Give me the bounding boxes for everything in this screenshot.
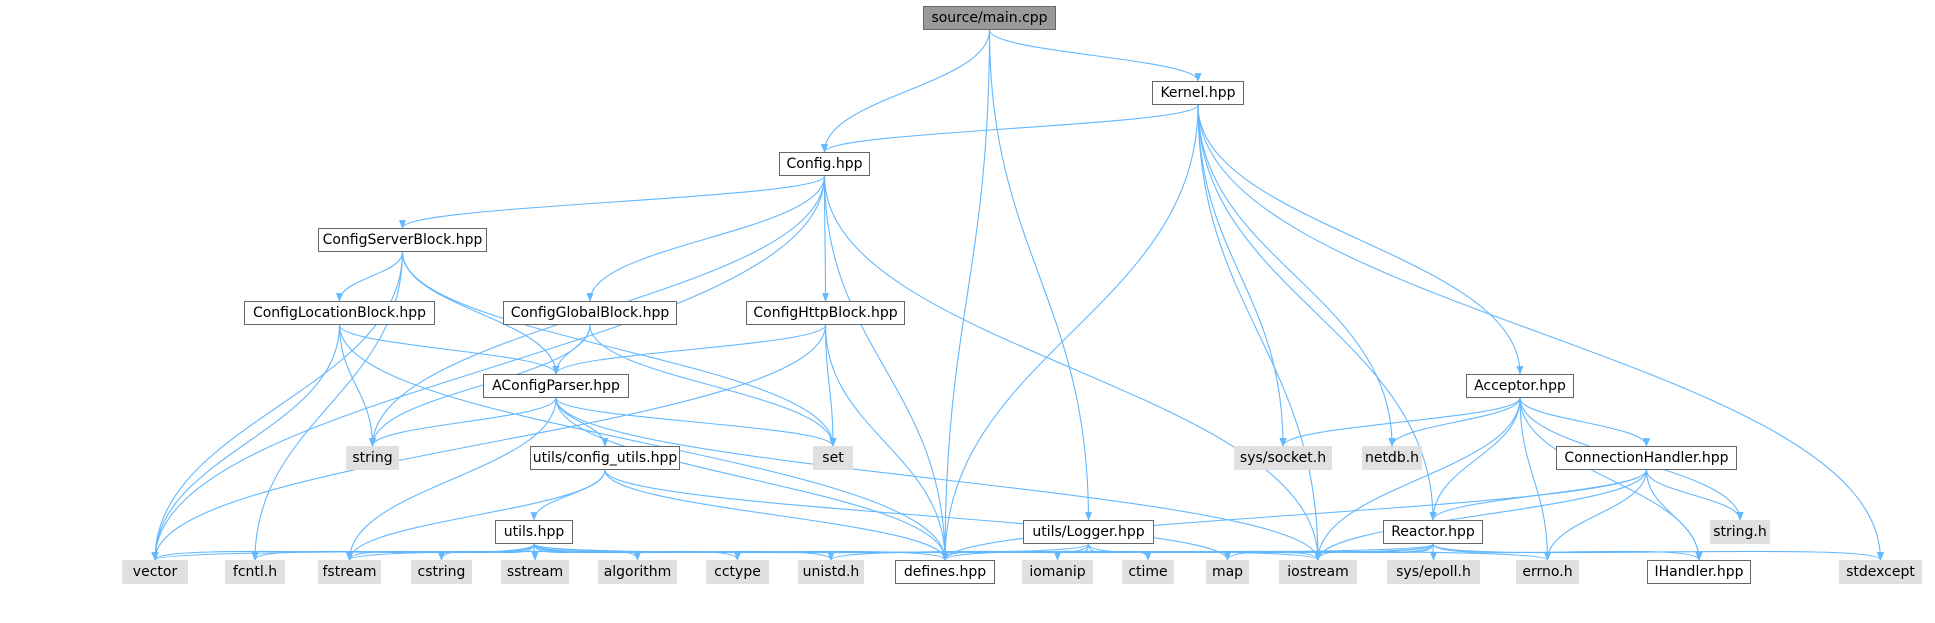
edge-main-to-logger <box>988 29 1093 521</box>
node-algorithm: algorithm <box>598 560 677 584</box>
edge-globalblock-to-string <box>369 324 591 447</box>
node-cctype: cctype <box>706 560 769 584</box>
edge-kernel-to-socket <box>1197 104 1287 447</box>
edge-acceptor-to-netdb <box>1388 397 1521 447</box>
edge-aconfigparser-to-configutils <box>555 397 609 447</box>
edge-main-to-kernel <box>988 29 1202 82</box>
node-fstream: fstream <box>318 560 381 584</box>
edge-reactor-to-epoll <box>1429 543 1438 561</box>
edge-config-to-globalblock <box>586 175 826 302</box>
node-netdb-h: netdb.h <box>1362 446 1422 470</box>
edge-locationblock-to-vector <box>151 324 341 561</box>
node-string-h: string.h <box>1710 520 1770 544</box>
edge-kernel-to-config <box>821 104 1199 153</box>
edge-connhandler-to-errno <box>1543 469 1648 561</box>
edge-connhandler-to-stringh <box>1645 469 1744 521</box>
edge-aconfigparser-to-string <box>369 397 557 447</box>
edge-kernel-to-iostream <box>1197 104 1322 561</box>
edge-connhandler-to-defines <box>941 469 1648 561</box>
edge-configutils-to-map <box>604 469 1231 561</box>
edge-kernel-to-stdexcept <box>1197 104 1884 561</box>
node-fcntl-h: fcntl.h <box>225 560 285 584</box>
edge-httpblock-to-aconfigparser <box>552 324 827 375</box>
edge-config-to-serverblock <box>399 175 826 229</box>
edge-locationblock-to-aconfigparser <box>338 324 560 375</box>
node-sys-epoll-h: sys/epoll.h <box>1387 560 1480 584</box>
edge-httpblock-to-defines <box>824 324 949 561</box>
edge-configutils-to-utils <box>530 469 606 521</box>
edge-kernel-to-netdb <box>1197 104 1396 447</box>
node-config-global-block-hpp[interactable]: ConfigGlobalBlock.hpp <box>503 301 677 325</box>
node-kernel-hpp[interactable]: Kernel.hpp <box>1152 81 1244 105</box>
node-cstring: cstring <box>411 560 472 584</box>
edge-connhandler-to-iostream <box>1314 469 1648 561</box>
edge-main-to-config <box>821 29 991 153</box>
node-errno-h: errno.h <box>1516 560 1579 584</box>
node-ihandler-hpp[interactable]: IHandler.hpp <box>1647 560 1751 584</box>
edge-aconfigparser-to-set <box>555 397 837 447</box>
node-vector: vector <box>122 560 188 584</box>
edge-globalblock-to-set <box>589 324 837 447</box>
node-sys-socket-h: sys/socket.h <box>1234 446 1332 470</box>
edge-reactor-to-stdexcept <box>1432 543 1884 561</box>
edge-serverblock-to-set <box>401 251 837 447</box>
edge-reactor-to-vector <box>151 543 1434 561</box>
edge-locationblock-to-defines <box>338 324 949 561</box>
edge-acceptor-to-iostream <box>1314 397 1521 561</box>
edge-aconfigparser-to-fstream <box>346 397 557 561</box>
node-iomanip: iomanip <box>1022 560 1093 584</box>
node-unistd-h: unistd.h <box>798 560 864 584</box>
edge-serverblock-to-locationblock <box>336 251 404 302</box>
node-map: map <box>1206 560 1249 584</box>
node-connection-handler-hpp[interactable]: ConnectionHandler.hpp <box>1556 446 1737 470</box>
edge-connhandler-to-ihandler <box>1645 469 1703 561</box>
edge-configutils-to-fstream <box>346 469 606 561</box>
edge-config-to-vector <box>151 175 826 561</box>
node-utils-hpp[interactable]: utils.hpp <box>495 520 573 544</box>
edge-aconfigparser-to-iostream <box>555 397 1322 561</box>
edge-acceptor-to-reactor <box>1429 397 1521 521</box>
node-set: set <box>813 446 853 470</box>
node-sstream: sstream <box>501 560 569 584</box>
edge-config-to-iostream <box>823 175 1322 561</box>
edge-kernel-to-acceptor <box>1197 104 1524 375</box>
node-defines-hpp[interactable]: defines.hpp <box>895 560 995 584</box>
edge-configutils-to-defines <box>604 469 949 561</box>
node-config-location-block-hpp[interactable]: ConfigLocationBlock.hpp <box>244 301 435 325</box>
node-config-http-block-hpp[interactable]: ConfigHttpBlock.hpp <box>746 301 905 325</box>
node-config-hpp[interactable]: Config.hpp <box>779 152 870 176</box>
edge-acceptor-to-errno <box>1519 397 1552 561</box>
edge-acceptor-to-connhandler <box>1519 397 1650 447</box>
edge-locationblock-to-string <box>338 324 377 447</box>
node-aconfig-parser-hpp[interactable]: AConfigParser.hpp <box>483 374 629 398</box>
node-ctime: ctime <box>1122 560 1174 584</box>
edge-serverblock-to-fcntl <box>251 251 404 561</box>
edge-acceptor-to-socket <box>1279 397 1521 447</box>
node-config-server-block-hpp[interactable]: ConfigServerBlock.hpp <box>318 228 487 252</box>
node-iostream: iostream <box>1279 560 1357 584</box>
node-logger-hpp[interactable]: utils/Logger.hpp <box>1023 520 1154 544</box>
edge-httpblock-to-vector <box>151 324 827 561</box>
node-reactor-hpp[interactable]: Reactor.hpp <box>1383 520 1483 544</box>
edge-aconfigparser-to-defines <box>555 397 949 561</box>
node-main-cpp[interactable]: source/main.cpp <box>923 6 1056 30</box>
node-string: string <box>346 446 399 470</box>
node-acceptor-hpp[interactable]: Acceptor.hpp <box>1466 374 1574 398</box>
node-stdexcept: stdexcept <box>1839 560 1922 584</box>
edge-httpblock-to-set <box>824 324 837 447</box>
edge-main-to-defines <box>941 29 991 561</box>
node-config-utils-hpp[interactable]: utils/config_utils.hpp <box>530 446 680 470</box>
edge-config-to-defines <box>823 175 949 561</box>
